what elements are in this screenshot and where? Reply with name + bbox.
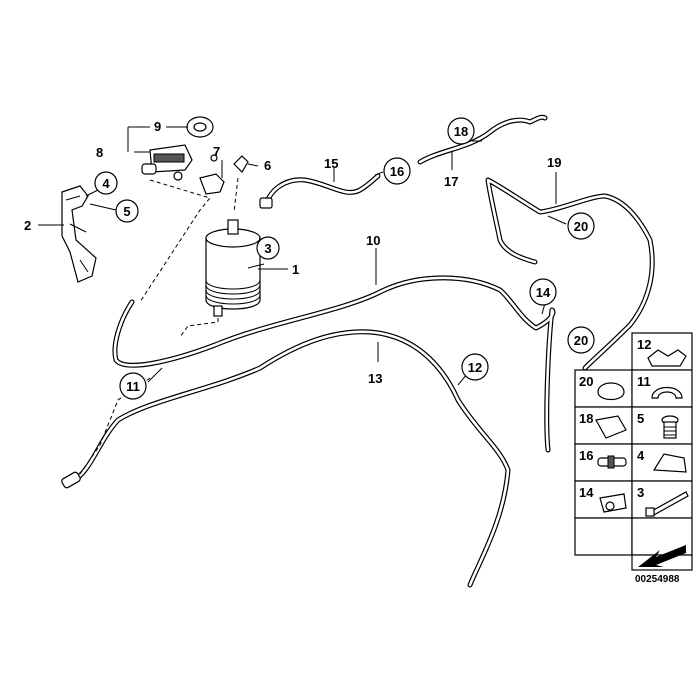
svg-text:4: 4 xyxy=(637,448,645,463)
legend-cell-14: 14 xyxy=(579,485,627,513)
document-number: 00254988 xyxy=(635,574,680,585)
svg-text:12: 12 xyxy=(468,360,482,375)
label-17: 17 xyxy=(444,174,458,189)
label-6: 6 xyxy=(264,158,271,173)
label-19: 19 xyxy=(547,155,561,170)
hose-19 xyxy=(485,177,655,371)
svg-text:14: 14 xyxy=(536,285,551,300)
legend-cell-20: 20 xyxy=(579,374,625,401)
legend-cell-5: 5 xyxy=(637,411,679,439)
svg-text:18: 18 xyxy=(579,411,593,426)
callout-18: 18 xyxy=(447,117,475,145)
dashed-line-valve xyxy=(139,179,211,303)
callout-16: 16 xyxy=(383,157,411,185)
svg-text:20: 20 xyxy=(574,333,588,348)
svg-text:12: 12 xyxy=(637,337,651,352)
callout-11: 11 xyxy=(119,372,147,400)
svg-text:4: 4 xyxy=(102,176,110,191)
hose-13-connector xyxy=(61,471,81,489)
legend-cell-4: 4 xyxy=(637,448,687,473)
svg-text:5: 5 xyxy=(123,204,130,219)
hose-17 xyxy=(417,114,548,165)
label-9: 9 xyxy=(154,119,161,134)
dashed-line-hose13 xyxy=(79,377,151,475)
leader-lines xyxy=(38,126,567,386)
legend-cell-3: 3 xyxy=(637,485,689,517)
dashed-line-canister xyxy=(179,311,219,338)
svg-text:11: 11 xyxy=(126,379,140,394)
callout-14: 14 xyxy=(529,278,557,306)
legend-cell-11: 11 xyxy=(637,374,683,399)
legend-cell-16: 16 xyxy=(579,448,627,469)
label-15: 15 xyxy=(324,156,338,171)
svg-text:16: 16 xyxy=(390,164,404,179)
purge-valve xyxy=(141,144,193,181)
arrow-icon xyxy=(638,545,686,567)
svg-text:14: 14 xyxy=(579,485,594,500)
label-7: 7 xyxy=(213,144,220,159)
callout-5: 5 xyxy=(115,199,139,223)
callout-20-upper: 20 xyxy=(567,212,595,240)
bracket xyxy=(61,185,97,283)
legend-cell-18: 18 xyxy=(579,411,627,439)
callout-4: 4 xyxy=(94,171,118,195)
svg-text:3: 3 xyxy=(637,485,644,500)
hose-15 xyxy=(263,173,381,208)
hose-13 xyxy=(69,329,511,588)
label-1: 1 xyxy=(292,262,299,277)
svg-text:20: 20 xyxy=(579,374,593,389)
legend-cell-12: 12 xyxy=(637,337,687,367)
label-10: 10 xyxy=(366,233,380,248)
part-7-connector xyxy=(199,154,225,195)
label-13: 13 xyxy=(368,371,382,386)
svg-text:5: 5 xyxy=(637,411,644,426)
label-8: 8 xyxy=(96,145,103,160)
callout-3: 3 xyxy=(256,236,280,260)
part-6-clip xyxy=(233,155,249,173)
svg-text:18: 18 xyxy=(454,124,468,139)
parts-legend xyxy=(574,332,693,571)
svg-text:16: 16 xyxy=(579,448,593,463)
dashed-line-part6 xyxy=(233,177,239,213)
svg-text:20: 20 xyxy=(574,219,588,234)
sealing-ring xyxy=(186,116,214,138)
hose-10 xyxy=(112,275,556,453)
hose-15-connector xyxy=(259,197,273,209)
carbon-canister xyxy=(205,219,261,317)
label-2: 2 xyxy=(24,218,31,233)
svg-text:11: 11 xyxy=(637,374,651,389)
svg-text:3: 3 xyxy=(264,241,271,256)
callout-20-lower: 20 xyxy=(567,326,595,354)
callout-12: 12 xyxy=(461,353,489,381)
